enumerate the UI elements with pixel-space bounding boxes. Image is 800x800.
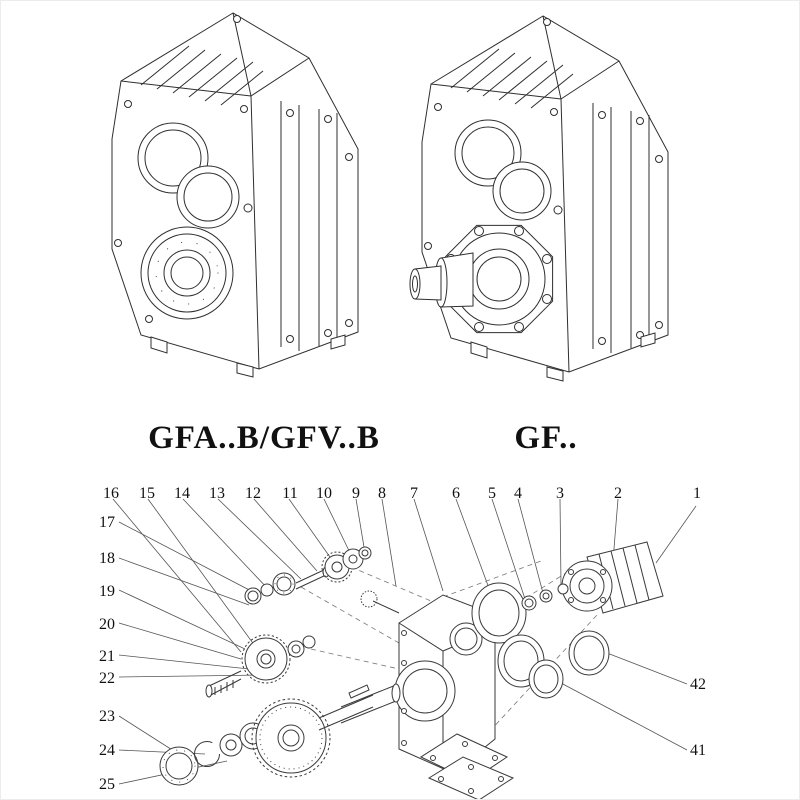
exploded-view-drawing: 16 15 14 13 12 11 10 9 8 7 6 5 4 3 2 1 1…: [99, 485, 706, 799]
right-gearbox-output-shaft: [409, 252, 474, 308]
part-callout-19: 19: [99, 583, 115, 600]
part-callout-15: 15: [139, 485, 155, 502]
part-callout-3: 3: [556, 485, 564, 502]
part-callout-42: 42: [690, 676, 706, 693]
caption-gf: GF..: [514, 420, 577, 456]
intermediate-shaft-parts: [244, 546, 400, 614]
callout-numbers-top: 16 15 14 13 12 11 10 9 8 7 6 5 4 3 2 1: [103, 485, 701, 502]
right-gearbox-bolts: [424, 18, 663, 345]
output-bearing-parts: [159, 722, 267, 786]
part-callout-11: 11: [282, 485, 297, 502]
output-side-rings: [497, 630, 610, 699]
part-callout-16: 16: [103, 485, 119, 502]
gearbox-figure-right: [409, 15, 669, 382]
gear-housing: [394, 594, 496, 774]
second-stage-gear-parts: [205, 634, 316, 698]
part-callout-5: 5: [488, 485, 496, 502]
part-callout-9: 9: [352, 485, 360, 502]
base-plates: [419, 733, 515, 799]
left-gearbox-bores: [137, 122, 240, 229]
part-callout-4: 4: [514, 485, 522, 502]
part-callout-14: 14: [174, 485, 190, 502]
part-callout-18: 18: [99, 550, 115, 567]
part-callout-6: 6: [452, 485, 460, 502]
left-gearbox-bearing: [140, 226, 234, 320]
callout-numbers-right: 42 41: [690, 676, 706, 759]
part-callout-24: 24: [99, 742, 115, 759]
output-gear-and-shaft: [251, 683, 401, 778]
part-callout-2: 2: [614, 485, 622, 502]
leader-lines: [112, 498, 697, 785]
part-callout-20: 20: [99, 616, 115, 633]
part-callout-1: 1: [693, 485, 701, 502]
part-callout-7: 7: [410, 485, 418, 502]
left-gearbox-bolts: [114, 15, 353, 343]
right-gearbox-bores: [454, 119, 552, 221]
part-callout-21: 21: [99, 648, 115, 665]
part-callout-8: 8: [378, 485, 386, 502]
part-callout-17: 17: [99, 514, 115, 531]
caption-gfab-gfvb: GFA..B/GFV..B: [148, 420, 380, 456]
part-callout-22: 22: [99, 670, 115, 687]
part-callout-10: 10: [316, 485, 332, 502]
part-callout-25: 25: [99, 776, 115, 793]
part-callout-12: 12: [245, 485, 261, 502]
part-callout-23: 23: [99, 708, 115, 725]
part-callout-13: 13: [209, 485, 225, 502]
part-callout-41: 41: [690, 742, 706, 759]
motor-unit: [561, 541, 664, 614]
gearbox-figure-left: [111, 12, 359, 378]
input-side-rings: [471, 582, 569, 644]
callout-numbers-left: 17 18 19 20 21 22 23 24 25: [99, 514, 115, 793]
